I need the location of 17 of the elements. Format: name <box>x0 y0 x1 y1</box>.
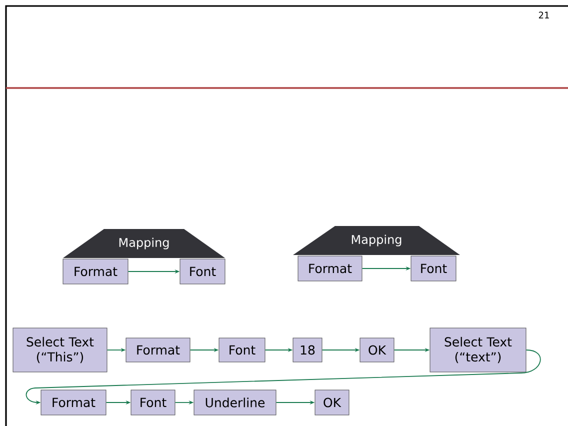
page-number: 21 <box>538 12 549 18</box>
step-box: Format <box>298 256 362 282</box>
step-box: Format <box>40 390 106 416</box>
step-box: Format <box>62 258 128 284</box>
step-box: Format <box>126 338 190 362</box>
step-box: Font <box>180 258 226 284</box>
step-box: Font <box>130 390 176 416</box>
step-box: Select Text (“text”) <box>430 328 526 372</box>
mapping-trapezoid: Mapping <box>293 226 460 255</box>
step-box: OK <box>360 338 394 362</box>
step-box: Font <box>218 338 266 362</box>
step-box: Select Text (“This”) <box>12 328 108 372</box>
step-box: Underline <box>194 390 276 416</box>
step-box: Font <box>410 256 456 282</box>
mapping-trapezoid: Mapping <box>63 229 225 258</box>
step-box: 18 <box>292 338 322 362</box>
step-box: OK <box>314 390 350 416</box>
